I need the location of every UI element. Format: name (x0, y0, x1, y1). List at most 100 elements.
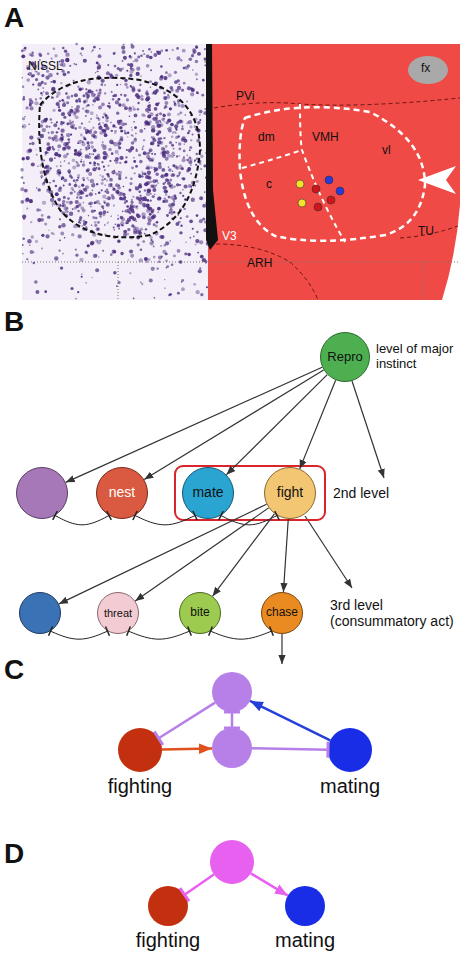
stained-cell (93, 254, 97, 258)
stained-cell (149, 148, 153, 152)
stained-cell (93, 149, 97, 153)
stained-cell (45, 177, 47, 179)
stained-cell (178, 155, 180, 157)
stained-cell (142, 215, 146, 219)
stained-cell (167, 181, 171, 185)
stained-cell (119, 156, 123, 160)
stained-cell (182, 49, 186, 53)
stained-cell (150, 143, 152, 145)
instinct-circle: Repro (320, 332, 370, 382)
excitatory-arrow (66, 367, 322, 482)
stained-cell (96, 227, 100, 231)
stained-cell (200, 255, 204, 259)
stained-cell (127, 228, 130, 231)
stained-cell (103, 113, 106, 116)
stained-cell (85, 282, 87, 284)
stained-cell (155, 114, 158, 117)
stained-cell (115, 100, 119, 104)
stained-cell (60, 165, 62, 167)
region-label: ARH (247, 257, 272, 271)
stained-cell (69, 121, 72, 124)
stained-cell (42, 182, 45, 185)
stained-cell (80, 160, 82, 162)
stained-cell (43, 118, 47, 122)
region-label: fx (421, 62, 430, 76)
stained-cell (78, 221, 80, 223)
subdivision-line (242, 150, 302, 168)
stained-cell (85, 88, 87, 90)
stained-cell (130, 67, 133, 70)
stained-cell (157, 197, 161, 201)
stained-cell (43, 91, 45, 93)
stained-cell (94, 224, 97, 227)
stained-cell (112, 250, 116, 254)
stained-cell (71, 95, 74, 98)
stained-cell (145, 91, 148, 94)
stained-cell (73, 80, 75, 82)
stained-cell (107, 175, 110, 178)
stained-cell (28, 123, 30, 125)
stained-cell (131, 86, 133, 88)
stained-cell (127, 136, 128, 137)
stained-cell (61, 112, 65, 116)
stained-cell (22, 117, 25, 120)
stained-cell (98, 118, 101, 121)
stained-cell (74, 93, 78, 97)
stained-cell (107, 196, 111, 200)
stained-cell (67, 138, 70, 141)
stained-cell (136, 213, 139, 216)
stained-cell (133, 297, 135, 299)
stained-cell (146, 261, 148, 263)
stained-cell (173, 148, 175, 150)
stained-cell (35, 78, 38, 81)
stained-cell (84, 138, 86, 140)
stained-cell (135, 132, 137, 134)
stained-cell (95, 254, 98, 257)
stained-cell (193, 283, 196, 286)
stained-cell (141, 171, 143, 173)
stained-cell (29, 53, 32, 56)
stained-cell (195, 243, 197, 245)
stained-cell (106, 191, 109, 194)
stained-cell (133, 61, 135, 63)
stained-cell (26, 207, 28, 209)
stained-cell (113, 52, 116, 55)
stained-cell (101, 83, 104, 86)
fornix (408, 56, 448, 84)
stained-cell (29, 100, 33, 104)
stained-cell (182, 125, 184, 127)
stained-cell (113, 205, 115, 207)
stained-cell (125, 161, 128, 164)
stained-cell (42, 128, 46, 132)
stained-cell (118, 177, 121, 180)
act-circle (19, 592, 61, 634)
stained-cell (149, 120, 152, 123)
stained-cell (88, 121, 90, 123)
stained-cell (169, 58, 171, 60)
stained-cell (114, 130, 117, 133)
stained-cell (166, 265, 169, 268)
stained-cell (51, 137, 54, 140)
stained-cell (67, 169, 71, 173)
stained-cell (140, 95, 143, 98)
stained-cell (22, 77, 23, 78)
stained-cell (142, 173, 144, 175)
stained-cell (165, 105, 167, 107)
stained-cell (158, 196, 161, 199)
circle-fill (148, 886, 188, 926)
stained-cell (125, 176, 127, 178)
stained-cell (99, 174, 100, 175)
stained-cell (58, 175, 60, 177)
stained-cell (195, 45, 198, 48)
stained-cell (59, 239, 61, 241)
stained-cell (106, 188, 108, 190)
stained-cell (34, 280, 38, 284)
stained-cell (44, 82, 47, 85)
stained-cell (24, 189, 28, 193)
stained-cell (86, 252, 87, 253)
stained-cell (151, 136, 153, 138)
stained-cell (23, 48, 27, 52)
stained-cell (166, 106, 168, 108)
stained-cell (124, 106, 128, 110)
